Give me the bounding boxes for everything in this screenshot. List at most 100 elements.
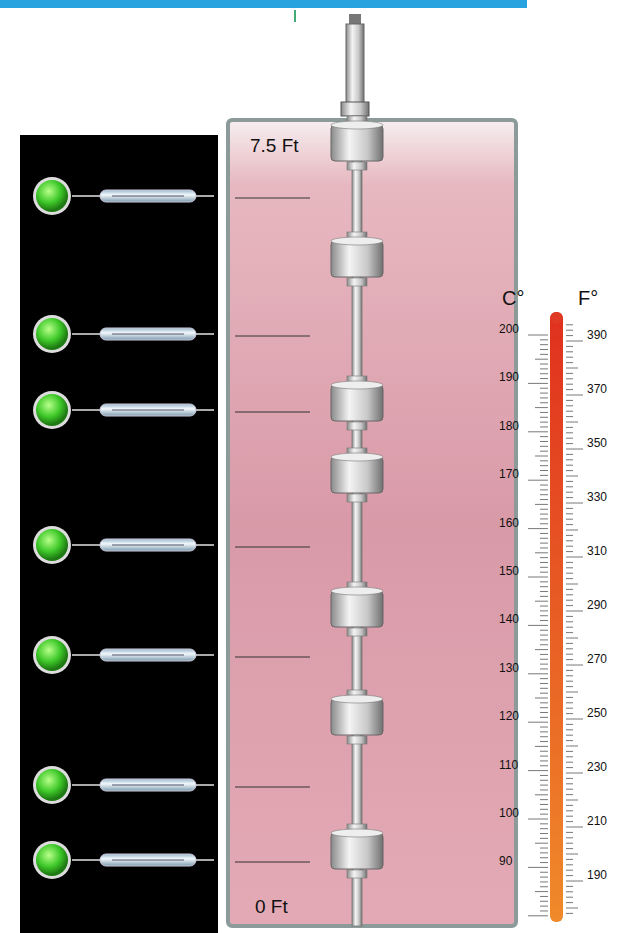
celsius-tick xyxy=(540,823,548,824)
fahrenheit-tick xyxy=(566,368,578,369)
fahrenheit-tick xyxy=(566,908,578,909)
celsius-tick xyxy=(540,354,548,355)
fahrenheit-tick xyxy=(566,719,583,720)
fahrenheit-tick xyxy=(566,330,573,331)
celsius-tick xyxy=(540,397,548,398)
fahrenheit-tick xyxy=(566,670,573,671)
fahrenheit-tick xyxy=(566,891,573,892)
celsius-tick xyxy=(535,504,548,505)
led-indicator xyxy=(36,180,68,212)
celsius-tick xyxy=(540,736,548,737)
celsius-tick xyxy=(540,707,548,708)
fahrenheit-tick xyxy=(566,767,573,768)
fahrenheit-tick xyxy=(566,902,573,903)
celsius-number: 150 xyxy=(499,565,519,577)
celsius-number: 140 xyxy=(499,613,519,625)
float xyxy=(331,591,383,627)
celsius-number: 190 xyxy=(499,371,519,383)
fahrenheit-number: 390 xyxy=(587,329,607,341)
celsius-tick xyxy=(535,891,548,892)
celsius-tick xyxy=(540,494,548,495)
fahrenheit-tick xyxy=(566,384,573,385)
fahrenheit-number: 330 xyxy=(587,491,607,503)
fahrenheit-tick xyxy=(566,600,573,601)
fahrenheit-tick xyxy=(566,449,583,450)
fahrenheit-tick xyxy=(566,427,573,428)
celsius-tick xyxy=(540,862,548,863)
fahrenheit-tick xyxy=(566,859,573,860)
celsius-tick xyxy=(535,601,548,602)
celsius-tick xyxy=(535,746,548,747)
celsius-number: 120 xyxy=(499,710,519,722)
celsius-tick xyxy=(528,770,548,771)
fahrenheit-tick xyxy=(566,783,573,784)
celsius-tick xyxy=(540,896,548,897)
celsius-tick xyxy=(540,906,548,907)
celsius-tick xyxy=(540,654,548,655)
fahrenheit-tick xyxy=(566,503,583,504)
celsius-tick xyxy=(540,572,548,573)
fahrenheit-tick xyxy=(566,438,573,439)
fahrenheit-tick xyxy=(566,508,573,509)
float-stop xyxy=(347,278,367,286)
reed-switch xyxy=(100,404,196,416)
led-ring xyxy=(33,841,71,879)
celsius-tick xyxy=(540,751,548,752)
celsius-tick xyxy=(540,344,548,345)
fahrenheit-tick xyxy=(566,756,573,757)
celsius-tick xyxy=(528,867,548,868)
fahrenheit-tick xyxy=(566,324,573,325)
celsius-tick xyxy=(540,460,548,461)
celsius-tick xyxy=(540,881,548,882)
fahrenheit-tick xyxy=(566,897,573,898)
celsius-tick xyxy=(540,475,548,476)
celsius-tick xyxy=(540,756,548,757)
celsius-tick xyxy=(540,838,548,839)
celsius-tick xyxy=(540,731,548,732)
fahrenheit-tick xyxy=(566,616,573,617)
fahrenheit-tick xyxy=(566,675,573,676)
fahrenheit-tick xyxy=(566,422,578,423)
fahrenheit-tick xyxy=(566,740,573,741)
fahrenheit-tick xyxy=(566,476,578,477)
celsius-tick xyxy=(540,606,548,607)
fahrenheit-tick xyxy=(566,546,573,547)
reed-contact xyxy=(112,859,184,860)
fahrenheit-tick xyxy=(566,373,573,374)
celsius-tick xyxy=(528,819,548,820)
fahrenheit-tick xyxy=(566,875,573,876)
float xyxy=(331,457,383,493)
led-indicator xyxy=(36,529,68,561)
fahrenheit-tick xyxy=(566,513,573,514)
fahrenheit-tick xyxy=(566,713,573,714)
celsius-tick xyxy=(540,446,548,447)
celsius-tick xyxy=(540,422,548,423)
fahrenheit-tick xyxy=(566,638,578,639)
celsius-tick xyxy=(540,373,548,374)
level-line xyxy=(235,336,310,337)
float xyxy=(331,125,383,161)
celsius-tick xyxy=(528,431,548,432)
fahrenheit-tick xyxy=(566,567,573,568)
float-stop xyxy=(347,494,367,502)
reed-switch xyxy=(100,190,196,202)
led-indicator xyxy=(36,769,68,801)
fahrenheit-tick xyxy=(566,497,573,498)
celsius-tick xyxy=(535,698,548,699)
fahrenheit-tick xyxy=(566,762,573,763)
celsius-tick xyxy=(540,364,548,365)
fahrenheit-tick xyxy=(566,589,573,590)
celsius-tick xyxy=(535,649,548,650)
celsius-tick xyxy=(528,335,548,336)
celsius-tick xyxy=(528,673,548,674)
celsius-tick xyxy=(540,523,548,524)
fahrenheit-tick xyxy=(566,821,573,822)
celsius-tick xyxy=(540,712,548,713)
celsius-tick xyxy=(540,644,548,645)
float-top xyxy=(331,695,383,703)
celsius-number: 170 xyxy=(499,468,519,480)
fahrenheit-tick xyxy=(566,729,573,730)
celsius-tick xyxy=(540,780,548,781)
fahrenheit-tick xyxy=(566,578,573,579)
